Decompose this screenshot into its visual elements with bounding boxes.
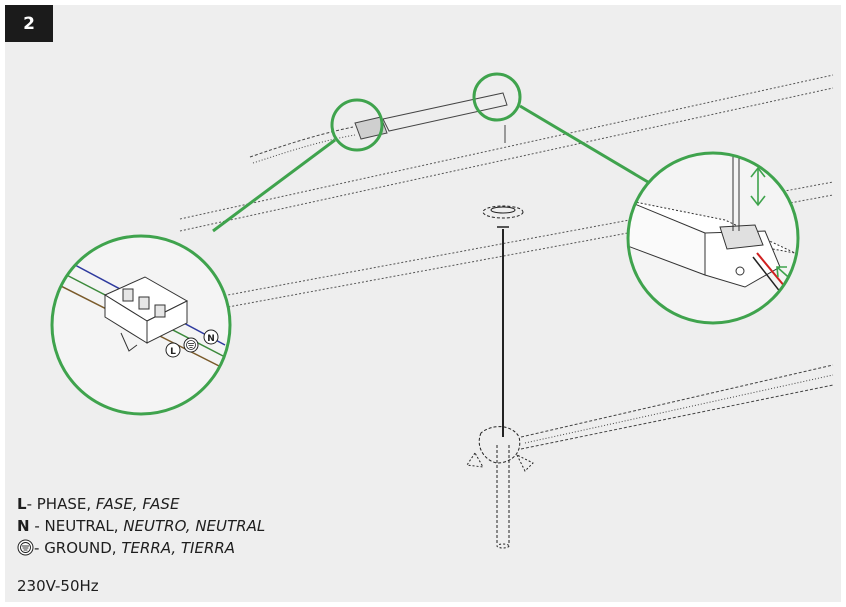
screwdriver [732, 153, 740, 231]
fixture-top [249, 92, 508, 164]
connector-label-phase: L [165, 342, 181, 358]
connector-label-neutral: N [203, 329, 219, 345]
step-number-badge: 2 [5, 5, 53, 42]
diagram-canvas: L N 2 L- PHASE, FASE, FASE N - NEUTRAL, … [5, 5, 841, 602]
legend-neutral-translations: NEUTRO, NEUTRAL [123, 517, 266, 535]
legend-phase: L- PHASE, FASE, FASE [17, 495, 179, 513]
legend-phase-letter: L [17, 495, 27, 513]
up-down-arrow [750, 166, 766, 207]
legend-phase-translations: FASE, FASE [95, 495, 180, 513]
step-number: 2 [23, 13, 35, 34]
voltage-rating: 230V-50Hz [17, 577, 99, 595]
legend-neutral: N - NEUTRAL, NEUTRO, NEUTRAL [17, 517, 265, 535]
legend-ground-separator: - [34, 539, 45, 557]
callout-circle-left-small [330, 98, 384, 152]
legend-neutral-separator: - [29, 517, 45, 535]
callout-lines [212, 104, 654, 233]
legend-neutral-text: NEUTRAL, [44, 517, 124, 535]
ground-symbol-icon [17, 539, 34, 556]
installation-diagram: L N [50, 72, 834, 549]
legend-phase-separator: - [26, 495, 37, 513]
connector-label-ground [183, 337, 199, 353]
right-callout [626, 151, 800, 325]
legend-ground: - GROUND, TERRA, TIERRA [17, 539, 235, 557]
left-callout [50, 234, 232, 416]
legend-ground-text: GROUND, [44, 539, 122, 557]
svg-text:N: N [207, 334, 215, 344]
callout-circle-right-small [472, 72, 522, 122]
terminal-block [103, 276, 189, 352]
legend-neutral-letter: N [17, 517, 30, 535]
pendant-rod [466, 205, 534, 549]
legend-ground-translations: TERRA, TIERRA [121, 539, 236, 557]
fixture-bar [520, 364, 834, 450]
legend-phase-text: PHASE, [36, 495, 96, 513]
svg-text:L: L [170, 347, 176, 357]
